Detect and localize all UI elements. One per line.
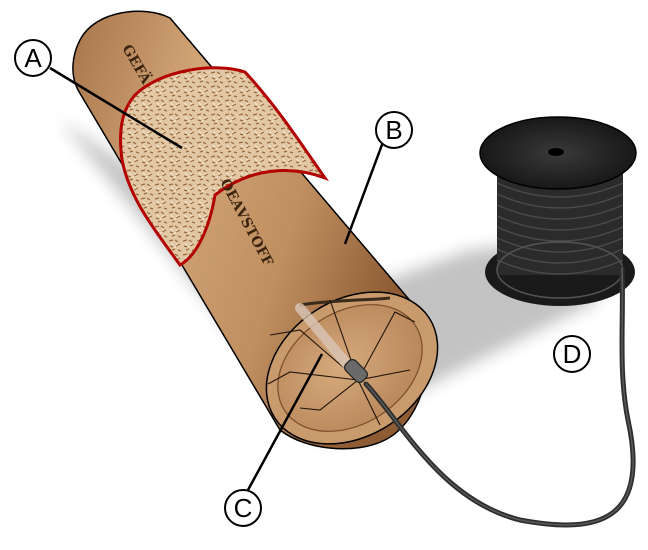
label-d: D <box>563 339 582 369</box>
callout-b: B <box>375 111 413 149</box>
label-a: A <box>24 43 42 73</box>
explosive-filling-cutaway <box>119 66 330 267</box>
leader-lines <box>49 66 385 491</box>
label-b: B <box>385 115 402 145</box>
callout-c: C <box>224 489 262 527</box>
blasting-cap <box>295 303 368 383</box>
dynamite-stick: GEFÄ OEAVSTOFF <box>72 10 439 450</box>
wire-spool <box>479 116 637 306</box>
label-c: C <box>234 493 253 523</box>
callout-a: A <box>14 39 52 77</box>
drop-shadow <box>60 120 600 440</box>
callout-d: D <box>553 335 591 373</box>
